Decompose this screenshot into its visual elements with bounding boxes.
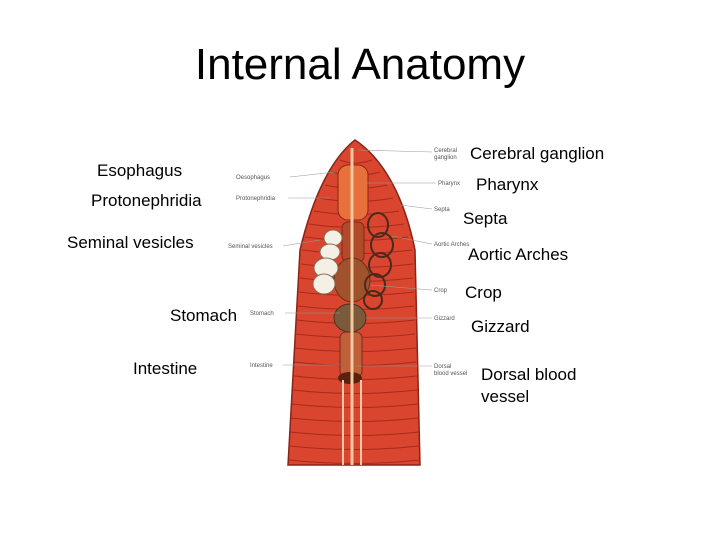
label-protonephridia: Protonephridia <box>91 191 202 210</box>
small-label-protonephridia: Protonephridia <box>236 196 276 202</box>
small-label-gizzard: Gizzard <box>434 316 455 322</box>
label-crop: Crop <box>465 283 502 302</box>
aortic-arches <box>363 212 394 310</box>
figure-leader-lines <box>282 149 436 367</box>
small-label-seminal-vesicles: Seminal vesicles <box>228 244 273 250</box>
label-pharynx: Pharynx <box>476 175 539 194</box>
small-label-intestine: Intestine <box>250 363 273 369</box>
label-dorsal-blood-vessel: Dorsal blood vessel <box>481 365 577 406</box>
label-gizzard: Gizzard <box>471 317 530 336</box>
small-label-ganglion: ganglion <box>434 155 457 161</box>
label-intestine: Intestine <box>133 359 198 378</box>
small-label-dorsal: Dorsal <box>434 364 451 370</box>
seminal-vesicles <box>312 229 343 295</box>
small-label-aortic-arches: Aortic Arches <box>434 242 469 248</box>
label-cerebral-ganglion: Cerebral ganglion <box>470 144 605 163</box>
slide-title: Internal Anatomy <box>194 40 526 89</box>
small-label-oesophagus: Oesophagus <box>236 175 270 181</box>
small-label-pharynx: Pharynx <box>438 181 460 187</box>
label-seminal-vesicles: Seminal vesicles <box>67 233 194 252</box>
small-label-blood-vessel: blood vessel <box>434 371 467 377</box>
label-aortic-arches: Aortic Arches <box>468 245 569 264</box>
figure-small-labels: Oesophagus Protonephridia Seminal vesicl… <box>228 148 469 377</box>
small-label-crop: Crop <box>434 288 448 294</box>
small-label-cerebral: Cerebral <box>434 148 457 154</box>
label-stomach: Stomach <box>170 306 238 325</box>
small-label-stomach: Stomach <box>250 311 274 317</box>
small-label-septa: Septa <box>434 207 450 213</box>
label-esophagus: Esophagus <box>97 161 183 180</box>
label-septa: Septa <box>463 209 508 228</box>
